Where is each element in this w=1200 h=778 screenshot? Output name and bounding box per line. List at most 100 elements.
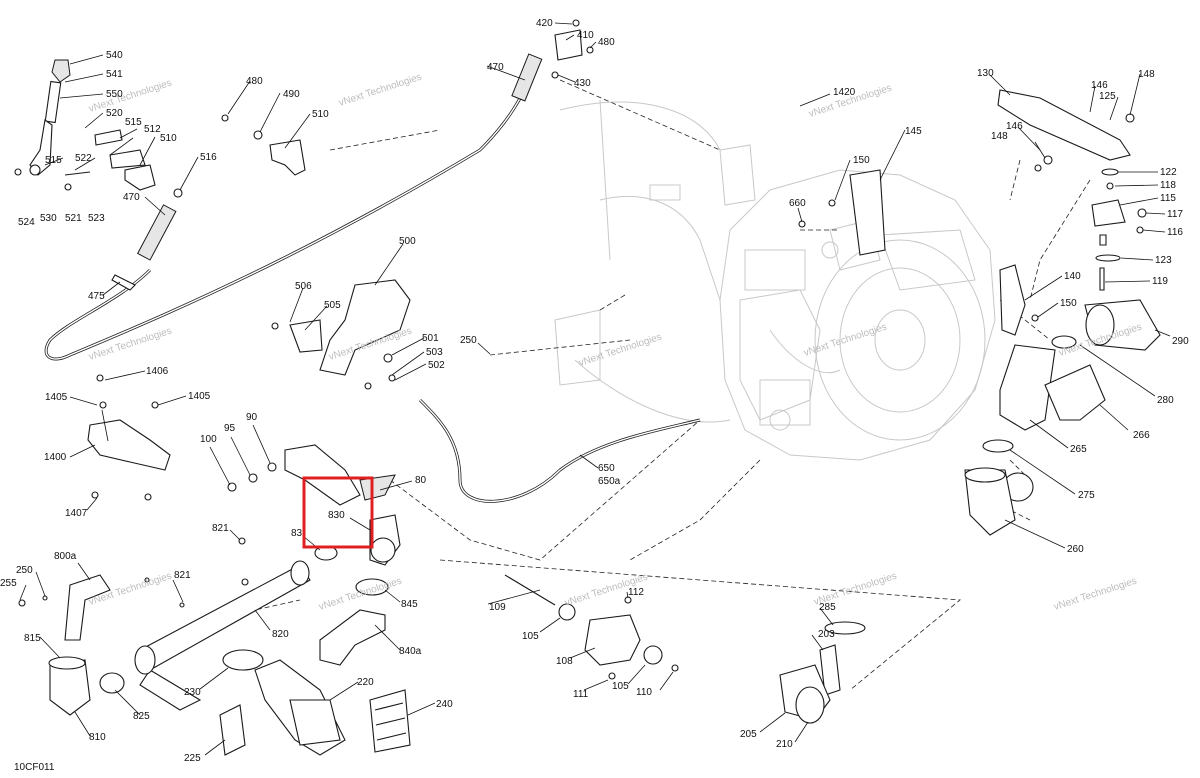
callout: 420 — [536, 18, 553, 29]
callout: 122 — [1160, 167, 1177, 178]
cable-end-bracket — [551, 19, 594, 79]
outlet-290 — [1084, 299, 1161, 351]
callout: 1405 — [45, 392, 68, 403]
support-bracket-500 — [271, 279, 411, 390]
callout: 225 — [184, 753, 201, 764]
callout: 410 — [577, 30, 594, 41]
callout: 146 — [1006, 121, 1023, 132]
svg-text:vNext Technologies: vNext Technologies — [1053, 576, 1139, 613]
bracket-510 — [221, 114, 306, 176]
callout: 112 — [628, 587, 644, 598]
callout: 470 — [123, 192, 140, 203]
callout: 100 — [200, 434, 217, 445]
boot-260 — [964, 467, 1016, 536]
callout: 505 — [324, 300, 341, 311]
intake-duct-820 — [134, 560, 311, 711]
callout: 203 — [818, 629, 835, 640]
callout: 117 — [1167, 209, 1183, 220]
callout: 660 — [789, 198, 806, 209]
engine-ghost — [554, 99, 996, 461]
callout: 815 — [24, 633, 41, 644]
filter-240 — [369, 689, 411, 753]
callout: 470 — [487, 62, 504, 73]
bracket-1400 — [87, 374, 171, 501]
callout: 260 — [1067, 544, 1084, 555]
callout: 148 — [991, 131, 1008, 142]
shield-266 — [1044, 364, 1106, 421]
callout: 90 — [246, 412, 258, 423]
svg-text:vNext Technologies: vNext Technologies — [88, 326, 174, 363]
callout: 516 — [200, 152, 217, 163]
highlight-box — [302, 476, 374, 549]
callout: 510 — [160, 133, 177, 144]
callout: 500 — [399, 236, 416, 247]
latch-225 — [219, 704, 246, 756]
callout: 501 — [422, 333, 439, 344]
callout: 205 — [740, 729, 757, 740]
callout: 810 — [89, 732, 106, 743]
callout: 650 — [598, 463, 615, 474]
hose-800a — [18, 574, 111, 641]
callout: 110 — [636, 687, 652, 698]
callout: 230 — [184, 687, 201, 698]
callout: 123 — [1155, 255, 1172, 266]
callout: 80 — [415, 475, 427, 486]
choke-lever-assembly — [14, 59, 183, 291]
svg-text:vNext Technologies: vNext Technologies — [338, 72, 424, 109]
callout: 800a — [54, 551, 77, 562]
callout: 116 — [1167, 227, 1183, 238]
bracket-140 — [999, 264, 1039, 336]
filter-housing-220 — [254, 659, 346, 756]
callout: 266 — [1133, 430, 1150, 441]
callout: 515 — [125, 117, 142, 128]
callout: 1405 — [188, 391, 211, 402]
callout: 118 — [1160, 180, 1176, 191]
callout: 541 — [106, 69, 123, 80]
callout: 145 — [905, 126, 922, 137]
clamp-275 — [982, 439, 1034, 502]
callout: 150 — [853, 155, 870, 166]
callout: 821 — [174, 570, 191, 581]
callout: 210 — [776, 739, 793, 750]
callout: 220 — [357, 677, 374, 688]
callout: 506 — [295, 281, 312, 292]
bracket-150-145 — [798, 169, 886, 256]
callout: 108 — [556, 656, 573, 667]
callout: 275 — [1078, 490, 1095, 501]
callout: 480 — [246, 76, 263, 87]
callout: 821 — [212, 523, 229, 534]
callout: 650a — [598, 476, 621, 487]
assembly-lines — [209, 79, 1091, 691]
callout: 1407 — [65, 508, 88, 519]
leader-lines — [19, 22, 1171, 756]
callout: 285 — [819, 602, 836, 613]
callout: 83 — [291, 528, 303, 539]
callout: 115 — [1160, 193, 1176, 204]
callout: 825 — [133, 711, 150, 722]
callout: 125 — [1099, 91, 1116, 102]
mount-bracket-130 — [997, 89, 1135, 172]
callout: 490 — [283, 89, 300, 100]
callout: 430 — [574, 78, 591, 89]
callout: 148 — [1138, 69, 1155, 80]
callout: 255 — [0, 578, 17, 589]
cables — [44, 53, 701, 503]
air-intake-housing — [227, 444, 401, 566]
callout: 130 — [977, 68, 994, 79]
callout: 1420 — [833, 87, 856, 98]
callout: 502 — [428, 360, 445, 371]
callout: 550 — [106, 89, 123, 100]
callout: 280 — [1157, 395, 1174, 406]
clamp-230 — [222, 649, 264, 671]
callout: 520 — [106, 108, 123, 119]
callout: 1406 — [146, 366, 169, 377]
hose-815-810 — [48, 577, 185, 716]
callout: 140 — [1064, 271, 1081, 282]
callout: 521 — [65, 213, 82, 224]
callout: 512 — [144, 124, 161, 135]
mount-108-assembly — [504, 574, 679, 680]
callout: 240 — [436, 699, 453, 710]
callout: 480 — [598, 37, 615, 48]
callout: 250 — [460, 335, 477, 346]
